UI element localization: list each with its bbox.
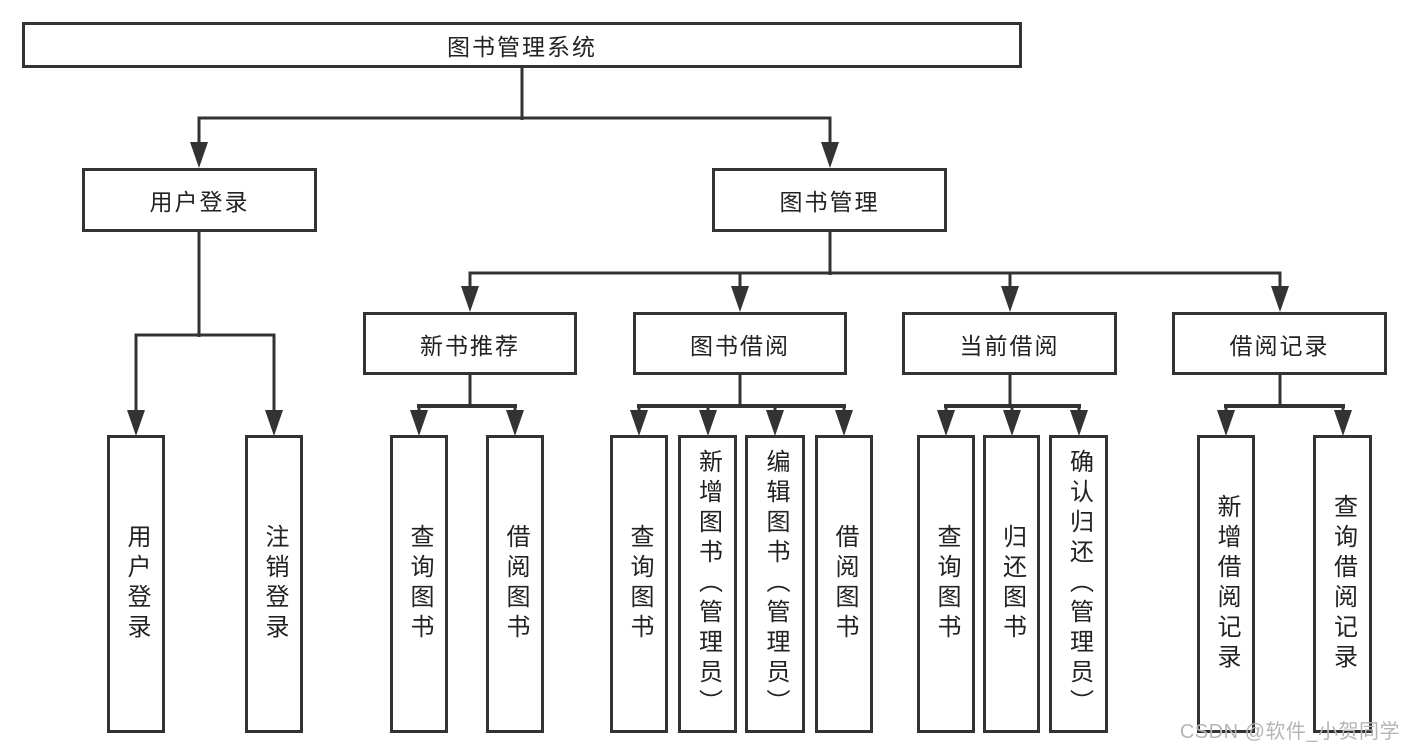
arrowhead — [630, 410, 648, 436]
node-new-book-recommendation: 新书推荐 — [363, 312, 577, 375]
leaf-label: 查询借阅记录 — [1329, 494, 1357, 674]
leaf-label: 确认归还（管理员） — [1065, 449, 1093, 719]
leaf-label: 查询图书 — [406, 524, 433, 644]
leaf-query-books-borrowing: 查询图书 — [610, 435, 668, 733]
leaf-query-books-current: 查询图书 — [917, 435, 975, 733]
csdn-watermark: CSDN @软件_小贺同学 — [1179, 721, 1400, 743]
arrowhead — [1070, 410, 1088, 436]
node-root: 图书管理系统 — [22, 22, 1022, 68]
leaf-borrow-books: 借阅图书 — [815, 435, 873, 733]
leaf-return-book: 归还图书 — [983, 435, 1040, 733]
leaf-label: 查询图书 — [933, 524, 960, 644]
node-user-login: 用户登录 — [82, 168, 317, 232]
connector-user-login-to-leaves — [127, 230, 283, 436]
node-current-borrowing: 当前借阅 — [902, 312, 1117, 375]
arrowhead — [265, 410, 283, 436]
leaf-label: 新增借阅记录 — [1213, 494, 1240, 674]
connector-root-to-level2 — [190, 68, 839, 168]
leaf-label: 新增图书（管理员） — [694, 449, 722, 719]
node-label: 用户登录 — [149, 189, 250, 215]
leaf-label: 用户登录 — [123, 524, 150, 644]
arrowhead — [821, 142, 839, 168]
connector-borrowing-records-to-leaves — [1217, 373, 1352, 436]
arrowhead — [1217, 410, 1235, 436]
arrowhead — [1271, 286, 1289, 312]
arrowhead — [127, 410, 145, 436]
connector-new-book-to-leaves — [410, 373, 524, 436]
arrowhead — [506, 410, 524, 436]
leaf-label: 归还图书 — [998, 524, 1026, 644]
arrowhead — [731, 286, 749, 312]
node-root-label: 图书管理系统 — [447, 34, 597, 60]
arrowhead — [461, 286, 479, 312]
leaf-query-books-recommend: 查询图书 — [390, 435, 448, 733]
node-label: 借阅记录 — [1229, 332, 1330, 359]
leaf-query-borrow-record: 查询借阅记录 — [1313, 435, 1372, 733]
arrowhead — [835, 410, 853, 436]
node-book-borrowing: 图书借阅 — [633, 312, 847, 375]
leaf-label: 注销登录 — [261, 524, 288, 644]
arrowhead — [190, 142, 208, 168]
connector-current-borrowing-to-leaves — [937, 373, 1088, 436]
arrowhead — [766, 410, 784, 436]
node-book-management: 图书管理 — [712, 168, 947, 232]
leaf-user-login: 用户登录 — [107, 435, 165, 733]
leaf-borrow-books-recommend: 借阅图书 — [486, 435, 544, 733]
node-label: 图书管理 — [779, 189, 880, 215]
arrowhead — [937, 410, 955, 436]
connector-book-borrowing-to-leaves — [630, 373, 853, 436]
node-label: 当前借阅 — [959, 332, 1060, 359]
connector-book-management-to-level3 — [461, 230, 1289, 312]
arrowhead — [1001, 286, 1019, 312]
arrowhead — [699, 410, 717, 436]
arrowhead — [1003, 410, 1021, 436]
leaf-confirm-return-admin: 确认归还（管理员） — [1049, 435, 1108, 733]
node-label: 新书推荐 — [420, 332, 520, 359]
leaf-label: 查询图书 — [626, 524, 653, 644]
leaf-label: 借阅图书 — [831, 524, 858, 644]
leaf-add-book-admin: 新增图书（管理员） — [678, 435, 737, 733]
leaf-label: 借阅图书 — [502, 524, 529, 644]
leaf-label: 编辑图书（管理员） — [762, 449, 789, 719]
leaf-add-borrow-record: 新增借阅记录 — [1197, 435, 1255, 733]
arrowhead — [1334, 410, 1352, 436]
node-label: 图书借阅 — [690, 332, 790, 359]
node-borrowing-records: 借阅记录 — [1172, 312, 1387, 375]
arrowhead — [410, 410, 428, 436]
leaf-logout: 注销登录 — [245, 435, 303, 733]
leaf-edit-book-admin: 编辑图书（管理员） — [745, 435, 805, 733]
